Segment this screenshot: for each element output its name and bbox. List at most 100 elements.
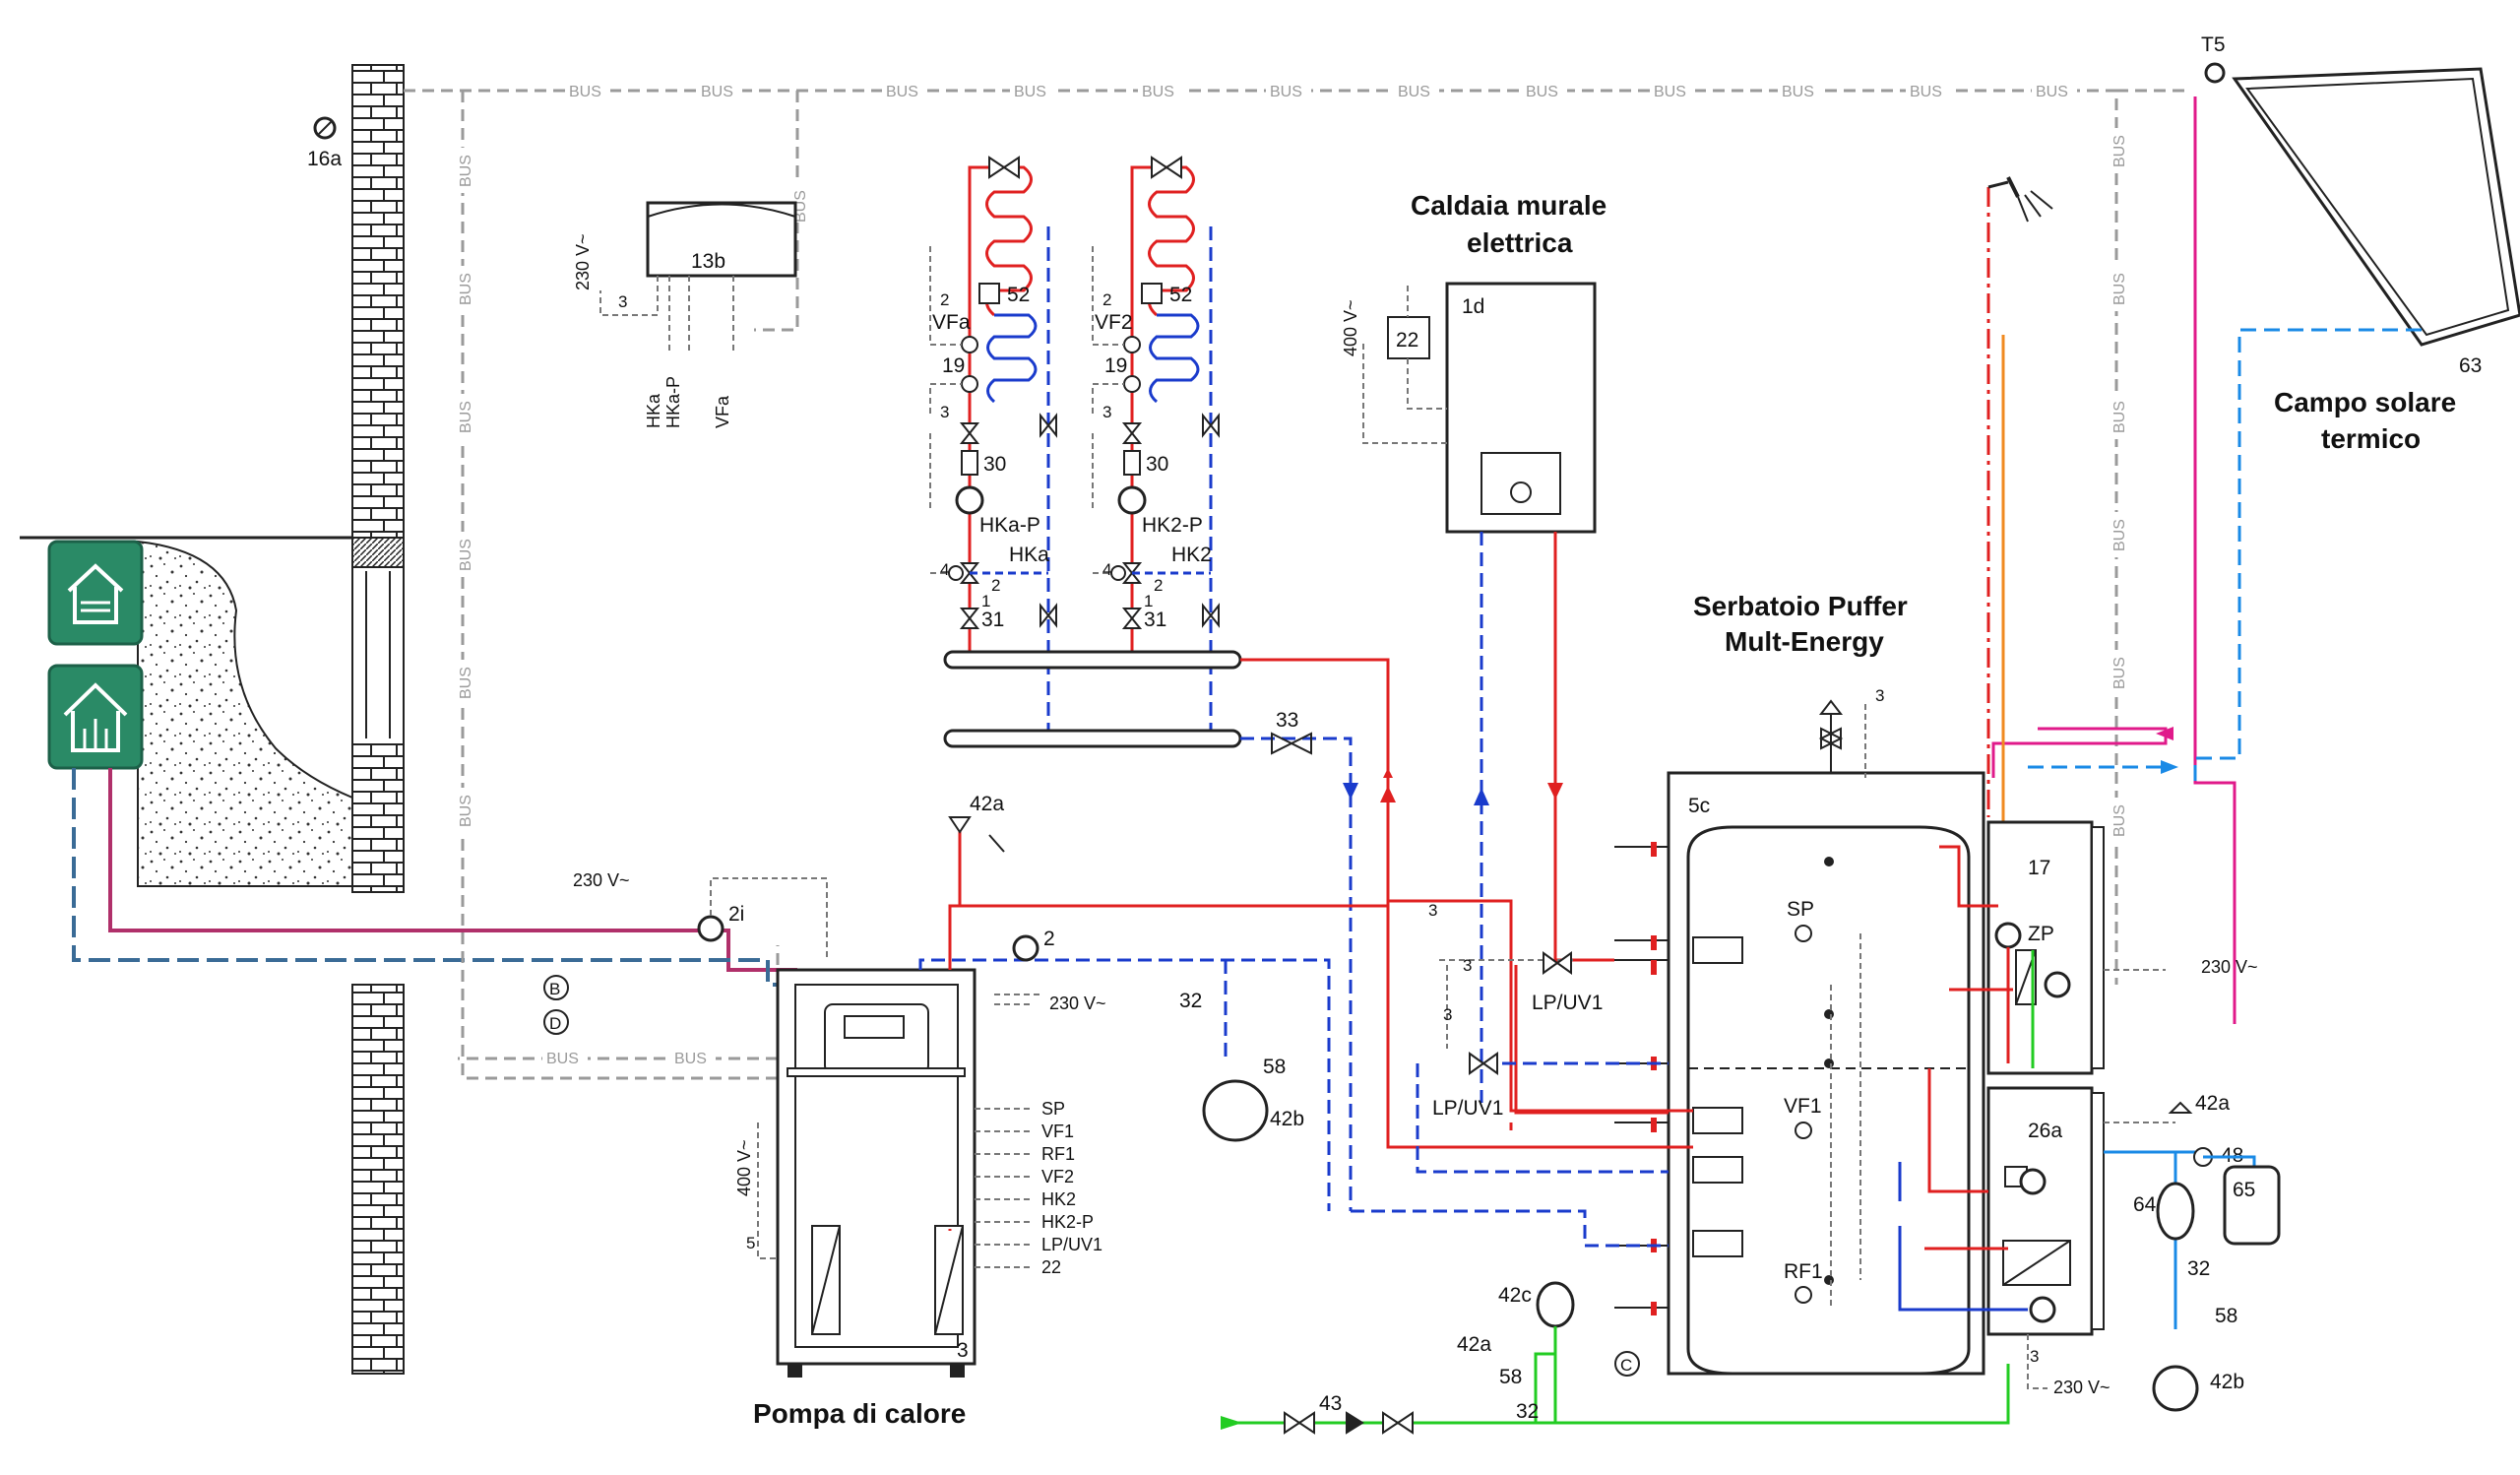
sensor-sp-label: SP [1787, 898, 1814, 921]
pump-a[interactable] [955, 485, 984, 515]
label-42c: 42c [1498, 1284, 1532, 1307]
sensor-16a: 16a [307, 116, 342, 170]
bus-label-left-3: BUS [458, 539, 474, 571]
solar-collector: 63 Campo solare termico T5 [1991, 33, 2520, 1024]
bus-label-left-4: BUS [458, 667, 474, 699]
bus-label-right-0: BUS [2111, 135, 2128, 167]
bus-label-left-5: BUS [458, 795, 474, 827]
manifolds: 33 [943, 650, 1396, 1211]
air-vent-icon [1818, 699, 1844, 715]
v230-17: 230 V~ [2201, 957, 2258, 977]
label-t5: T5 [2201, 33, 2226, 56]
mark-c: C [1620, 1356, 1632, 1375]
wire-count-lower: 3 [2030, 1347, 2039, 1366]
circulator-2[interactable]: 2 [1012, 928, 1055, 962]
pompa-signal-7: 22 [1041, 1257, 1061, 1277]
bus-labels: BUS BUS BUS BUS BUS BUS BUS BUS BUS BUS BUS BUS BUS B… [453, 81, 2128, 1068]
label-32-right: 32 [2187, 1257, 2210, 1280]
wire-count-3-2: 3 [1102, 403, 1111, 421]
pompa-signal-6: LP/UV1 [1041, 1235, 1102, 1254]
valve-lpuv1-lower[interactable] [1469, 1052, 1498, 1075]
circulator-2i[interactable]: 2i 230 V~ [573, 870, 828, 960]
pump-label-2: HK2-P [1142, 514, 1203, 537]
v230-pompa: 230 V~ [1049, 994, 1106, 1013]
label-1d: 1d [1462, 295, 1484, 318]
label-lpuv1-upper: LP/UV1 [1532, 992, 1603, 1014]
title-puffer-1: Serbatoio Puffer [1693, 591, 1908, 621]
house-floor-heating-icon[interactable] [47, 540, 144, 646]
valve-lpuv1-upper[interactable] [1543, 951, 1572, 975]
module-17: 17 ZP 230 V~ [1939, 820, 2258, 1075]
label-31-a: 31 [981, 609, 1004, 631]
remote-13b: 13b 3 230 V~ [573, 201, 797, 354]
valve-33[interactable] [1271, 732, 1312, 755]
valve-top-2[interactable] [1151, 156, 1182, 179]
label-19-2: 19 [1104, 354, 1127, 377]
label-16a: 16a [307, 148, 342, 170]
label-42b-right: 42b [2210, 1371, 2244, 1393]
label-3: 3 [957, 1339, 969, 1362]
wire-2-2: 2 [1154, 576, 1163, 595]
wire-count-2-2: 2 [1102, 290, 1111, 309]
module-lower: 26a 230 V~ 3 [1898, 1068, 2195, 1397]
bus-label-top-6: BUS [1398, 84, 1430, 100]
dhw-outlet [1986, 176, 2053, 827]
pump-label-a: HKa-P [979, 514, 1040, 537]
pump-2[interactable] [1117, 485, 1147, 515]
bus-label-top-9: BUS [1782, 84, 1814, 100]
v400-boiler: 400 V~ [1341, 299, 1360, 356]
safety-valve-42a[interactable] [948, 816, 972, 834]
label-26a: 26a [2028, 1120, 2062, 1142]
right-side-components: 42a 48 65 64 32 58 42b [2133, 1092, 2281, 1412]
wire-2-a: 2 [991, 576, 1000, 595]
bus-label-left-2: BUS [458, 401, 474, 433]
label-32-bottom: 32 [1516, 1400, 1539, 1423]
label-64: 64 [2133, 1193, 2157, 1216]
wire-count-lp1: 3 [1463, 956, 1472, 975]
mixer-label-2: HK2 [1171, 544, 1212, 566]
bus-label-right-4: BUS [2111, 657, 2128, 689]
house-radiator-icon[interactable] [47, 664, 144, 770]
label-58-right: 58 [2215, 1305, 2237, 1327]
v230-2i: 230 V~ [573, 870, 630, 890]
pompa-signal-4: HK2 [1041, 1189, 1076, 1209]
bus-label-left-1: BUS [458, 273, 474, 305]
wire-count-2-a: 2 [940, 290, 949, 309]
thermostat-52-a [978, 283, 1000, 304]
wire-count-tank: 3 [1875, 686, 1884, 705]
valve-top-a[interactable] [988, 156, 1020, 179]
flow-arrow-down [1343, 783, 1358, 800]
wire-1-a: 1 [981, 592, 990, 610]
bus-label-right-1: BUS [2111, 273, 2128, 305]
bus-label-top-5: BUS [1270, 84, 1302, 100]
mixer-label-a: HKa [1009, 544, 1049, 566]
label-2i: 2i [728, 903, 744, 926]
label-30-a: 30 [983, 453, 1006, 476]
wire-count-pompa: 5 [746, 1234, 755, 1252]
pompa-signal-0: SP [1041, 1099, 1065, 1119]
puffer-tank: Serbatoio Puffer Mult-Energy 5c SP VF1 R… [1614, 591, 1985, 1376]
thermostat-52-2 [1141, 283, 1163, 304]
label-22: 22 [1396, 329, 1418, 352]
label-65: 65 [2233, 1179, 2255, 1201]
bus-label-top-3: BUS [1014, 84, 1046, 100]
sensor-label-a: VFa [932, 311, 971, 334]
pompa-signal-2: RF1 [1041, 1144, 1075, 1164]
label-13b: 13b [691, 250, 725, 273]
mark-b: B [549, 980, 560, 998]
label-58-bottom: 58 [1499, 1366, 1522, 1388]
heat-pump: 3 Pompa di calore 42a 400 V~ 5 230 V~ [734, 793, 1388, 1429]
label-42a-right: 42a [2195, 1092, 2230, 1115]
expansion-vessel-42b: 32 58 42b [1179, 960, 1304, 1142]
label-17: 17 [2028, 857, 2050, 879]
bus-label-left-0: BUS [458, 155, 474, 187]
bus-label-top-11: BUS [2036, 84, 2068, 100]
bus-label-bottom-0: BUS [546, 1051, 579, 1067]
wire-count-4-2: 4 [1102, 560, 1111, 579]
label-42a-upper: 42a [970, 793, 1004, 815]
title-solar-1: Campo solare [2274, 387, 2456, 417]
label-33: 33 [1276, 709, 1298, 732]
